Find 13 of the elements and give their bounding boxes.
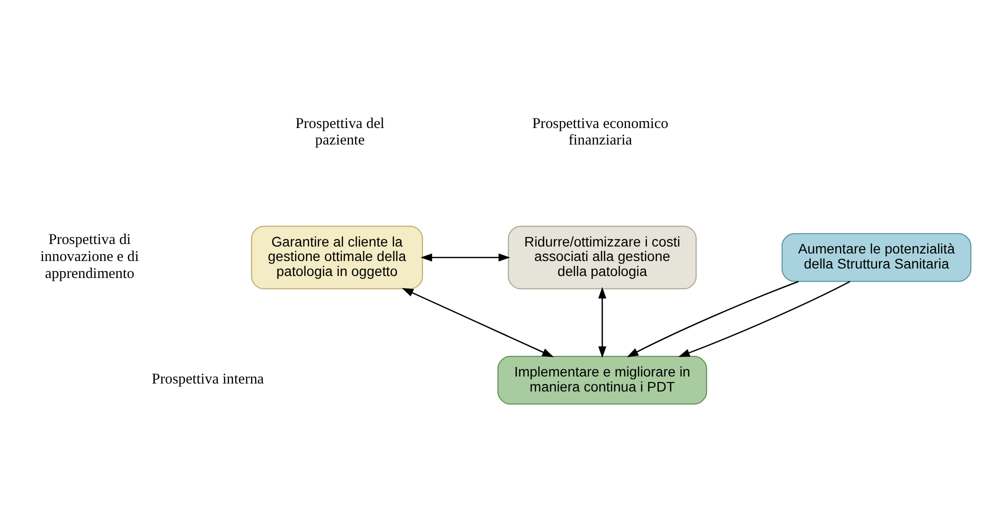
label: Prospettiva economico finanziaria	[532, 116, 668, 149]
arrow	[598, 286, 606, 358]
arrow	[678, 280, 850, 357]
label: Prospettiva del paziente	[296, 116, 384, 149]
label: Prospettiva di innovazione e di apprendimento	[40, 232, 139, 282]
arrow	[402, 288, 554, 358]
arrow	[420, 253, 510, 262]
node-box: Garantire al cliente la gestione ottimale della patologia in oggetto	[251, 226, 423, 290]
node-box: Aumentare le potenzialità della Struttura Sanitaria	[782, 233, 972, 282]
label: Prospettiva interna	[152, 372, 264, 388]
arrow	[626, 280, 799, 358]
node-box: Implementare e migliorare in maniera continua i PDT	[497, 356, 708, 405]
node-box: Ridurre/ottimizzare i costi associati alla gestione della patologia	[508, 226, 697, 290]
